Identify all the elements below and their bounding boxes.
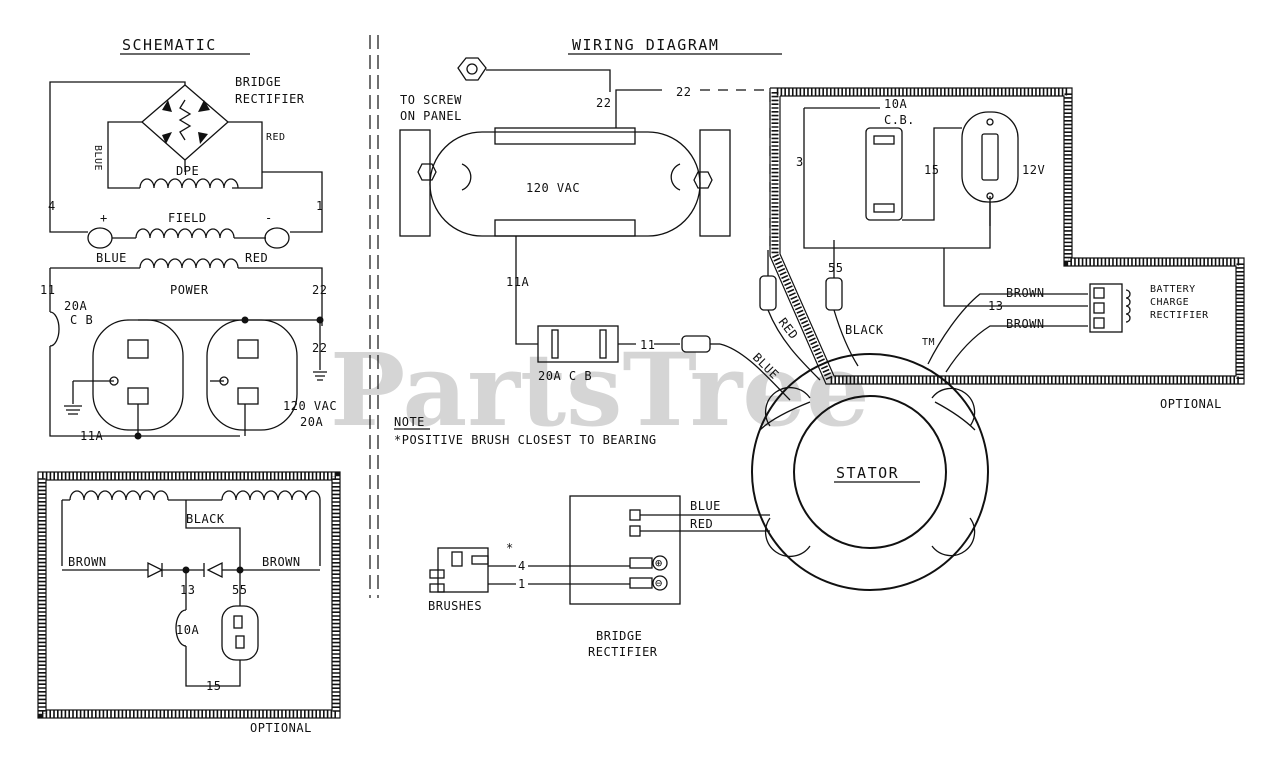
dpe-label: DPE	[176, 164, 199, 178]
watermark: PartsTree TM	[330, 331, 935, 449]
wiring-brown-bottom: BROWN	[1006, 317, 1045, 331]
schematic-optional-label: OPTIONAL	[250, 721, 312, 735]
wiring-cb-10a-1: 10A	[884, 97, 907, 111]
wiring-optional-label: OPTIONAL	[1160, 397, 1222, 411]
wiring-15: 15	[924, 163, 939, 177]
stator	[751, 353, 989, 591]
schematic-red-vertical: RED	[266, 132, 286, 143]
wiring-cb-10a-2: C.B.	[884, 113, 915, 127]
schematic-wire-22-top: 22	[312, 283, 327, 297]
wiring-11a: 11A	[506, 275, 529, 289]
battery-charge-1: BATTERY	[1150, 284, 1196, 295]
rating-label-1: 120 VAC	[283, 399, 337, 413]
power-label: POWER	[170, 283, 209, 297]
optional-15: 15	[206, 679, 221, 693]
field-coil	[87, 227, 290, 249]
wiring-22-top: 22	[676, 85, 691, 99]
power-coil	[50, 258, 323, 326]
cb-20a-label-1: 20A	[64, 299, 87, 313]
schematic-panel: SCHEMATIC BRIDGE RECTIFIER BLUE RED DPE …	[37, 36, 341, 735]
screw-note-2: ON PANEL	[400, 109, 462, 123]
brushes-label: BRUSHES	[428, 599, 482, 613]
wiring-12v: 12V	[1022, 163, 1045, 177]
bridge-rectifier-label-1: BRIDGE	[235, 75, 281, 89]
wiring-cb-20a-label: 20A C B	[538, 369, 592, 383]
main-receptacle	[399, 127, 731, 237]
wiring-bridge-1: BRIDGE	[596, 629, 642, 643]
wiring-title: WIRING DIAGRAM	[572, 36, 719, 54]
optional-receptacle	[221, 605, 259, 661]
brush-wire-4: 4	[518, 559, 526, 573]
wiring-3: 3	[796, 155, 804, 169]
bridge-rectifier-label-2: RECTIFIER	[235, 92, 305, 106]
wiring-bridge-2: RECTIFIER	[588, 645, 658, 659]
optional-black-label: BLACK	[186, 512, 225, 526]
schematic-wire-11: 11	[40, 283, 55, 297]
red-lead	[759, 250, 821, 381]
minus-symbol: ⊖	[655, 576, 663, 590]
schematic-wire-1: 1	[316, 199, 324, 213]
screw-nut	[457, 57, 487, 81]
wiring-12v-receptacle	[961, 111, 1019, 203]
optional-10a: 10A	[176, 623, 199, 637]
black-lead	[825, 240, 859, 367]
wiring-55: 55	[828, 261, 843, 275]
dpe-coil	[139, 178, 239, 189]
schematic-wire-11a: 11A	[80, 429, 103, 443]
wiring-22-left: 22	[596, 96, 611, 110]
brush-wire-1: 1	[518, 577, 526, 591]
wiring-brown-top: BROWN	[1006, 286, 1045, 300]
battery-charge-3: RECTIFIER	[1150, 310, 1209, 321]
optional-13: 13	[180, 583, 195, 597]
optional-brown-left: BROWN	[68, 555, 107, 569]
optional-coils	[61, 490, 321, 570]
power-blue-label: BLUE	[96, 251, 127, 265]
field-plus: +	[100, 211, 108, 225]
power-red-label: RED	[245, 251, 268, 265]
stator-label: STATOR	[836, 464, 899, 482]
schematic-wire-4: 4	[48, 199, 56, 213]
wiring-panel: WIRING DIAGRAM TO SCREW ON PANEL 22 120 …	[394, 36, 1245, 659]
plus-symbol: ⊕	[655, 556, 663, 570]
panel-divider	[369, 35, 379, 598]
note-title: NOTE	[394, 415, 425, 429]
brush-star: *	[506, 541, 514, 555]
wiring-connector-11	[681, 335, 720, 353]
receptacle-120vac: 120 VAC	[526, 181, 580, 195]
wiring-optional-box	[769, 87, 1245, 385]
schematic-title: SCHEMATIC	[122, 36, 217, 54]
note-text: *POSITIVE BRUSH CLOSEST TO BEARING	[394, 433, 657, 447]
wiring-cb-10a	[865, 127, 903, 221]
cb-20a-label-2: C B	[70, 313, 93, 327]
schematic-blue-vertical: BLUE	[92, 145, 103, 171]
screw-note-1: TO SCREW	[400, 93, 462, 107]
battery-charge-2: CHARGE	[1150, 297, 1189, 308]
rect-red: RED	[690, 517, 713, 531]
field-label: FIELD	[168, 211, 207, 225]
battery-charge-rectifier	[1089, 283, 1131, 333]
wiring-bridge-rectifier	[569, 495, 681, 605]
wiring-black: BLACK	[845, 323, 884, 337]
rating-label-2: 20A	[300, 415, 323, 429]
field-minus: -	[265, 211, 273, 225]
schematic-optional-box	[37, 471, 341, 719]
optional-brown-right: BROWN	[262, 555, 301, 569]
rect-blue: BLUE	[690, 499, 721, 513]
bridge-rectifier-symbol	[141, 84, 229, 161]
wiring-11: 11	[640, 338, 655, 352]
schematic-receptacle-right	[206, 319, 298, 431]
wiring-13: 13	[988, 299, 1003, 313]
brushes-symbol	[429, 547, 489, 593]
watermark-tm: TM	[922, 337, 935, 348]
